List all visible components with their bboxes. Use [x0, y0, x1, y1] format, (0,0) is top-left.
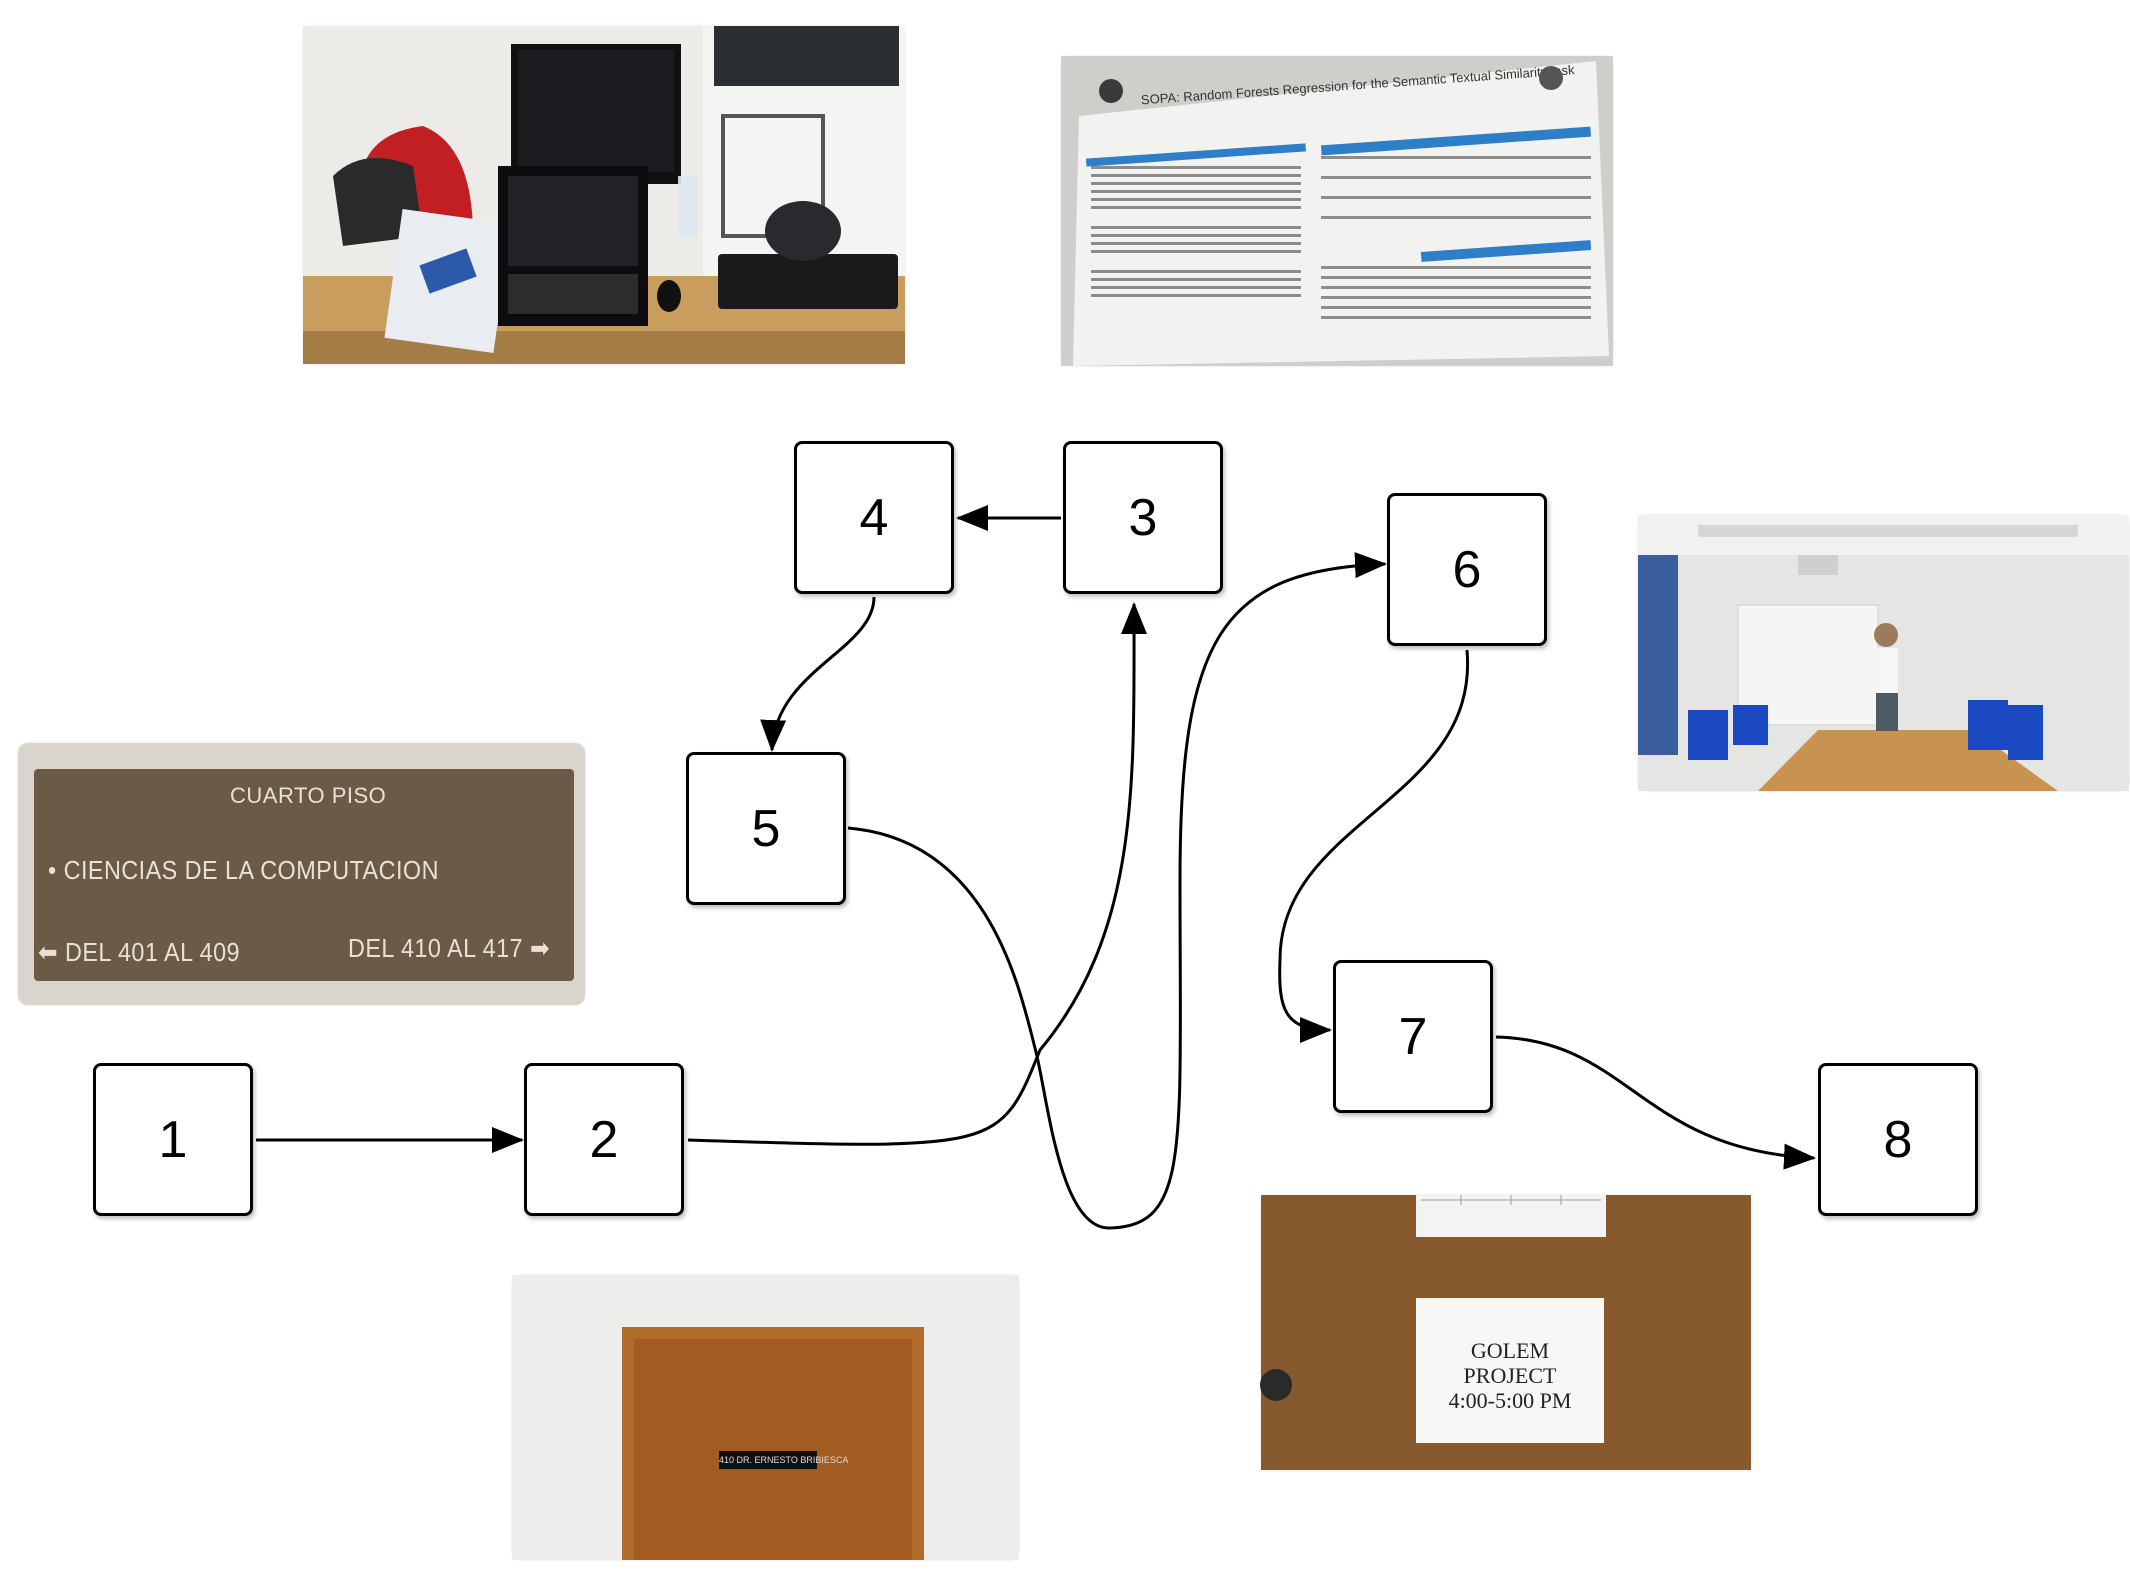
sign-left-range: ⬅ DEL 401 AL 409 — [38, 937, 241, 967]
sign-line-2: • CIENCIAS DE LA COMPUTACION — [48, 855, 439, 885]
node-5[interactable]: 5 — [686, 752, 846, 905]
edge-5-6 — [847, 552, 1387, 1230]
edge-2-3 — [687, 602, 1148, 1146]
edge-6-7 — [1278, 649, 1470, 1043]
desk-photo-illustration — [303, 26, 905, 364]
meeting-room-illustration — [1638, 515, 2129, 791]
node-1[interactable]: 1 — [93, 1063, 253, 1216]
meeting-room-photo — [1638, 515, 2129, 791]
node-8[interactable]: 8 — [1818, 1063, 1978, 1216]
door-note-illustration — [1260, 1195, 1751, 1470]
node-4-label: 4 — [859, 488, 889, 547]
node-6[interactable]: 6 — [1387, 493, 1547, 646]
door-name-plate: 410 DR. ERNESTO BRIBIESCA — [719, 1451, 848, 1469]
note-line-3: 4:00-5:00 PM — [1448, 1388, 1572, 1413]
node-1-label: 1 — [158, 1110, 188, 1169]
node-7[interactable]: 7 — [1333, 960, 1493, 1113]
node-3-label: 3 — [1128, 488, 1158, 547]
node-2-label: 2 — [589, 1110, 619, 1169]
node-2[interactable]: 2 — [524, 1063, 684, 1216]
node-4[interactable]: 4 — [794, 441, 954, 594]
sign-line-1: CUARTO PISO — [230, 783, 387, 808]
poster-illustration: SOPA: Random Forests Regression for the … — [1061, 56, 1613, 366]
node-6-label: 6 — [1452, 540, 1482, 599]
sign-plaque — [34, 769, 574, 981]
note-line-1: GOLEM — [1470, 1338, 1550, 1363]
edge-7-8 — [1495, 1035, 1816, 1170]
node-3[interactable]: 3 — [1063, 441, 1223, 594]
door-note-photo: GOLEM PROJECT 4:00-5:00 PM — [1260, 1195, 1751, 1470]
door-illustration — [512, 1275, 1019, 1560]
node-7-label: 7 — [1398, 1007, 1428, 1066]
sign-right-range: DEL 410 AL 417 ➡ — [348, 933, 551, 963]
desk-photo — [303, 26, 905, 364]
edge-4-5 — [760, 596, 876, 752]
poster-photo: SOPA: Random Forests Regression for the … — [1061, 56, 1613, 366]
office-door-photo: 410 DR. ERNESTO BRIBIESCA — [512, 1275, 1019, 1560]
note-line-2: PROJECT — [1463, 1363, 1557, 1388]
node-8-label: 8 — [1883, 1110, 1913, 1169]
node-5-label: 5 — [751, 799, 781, 858]
floor-sign-photo: CUARTO PISO • CIENCIAS DE LA COMPUTACION… — [18, 743, 585, 1005]
